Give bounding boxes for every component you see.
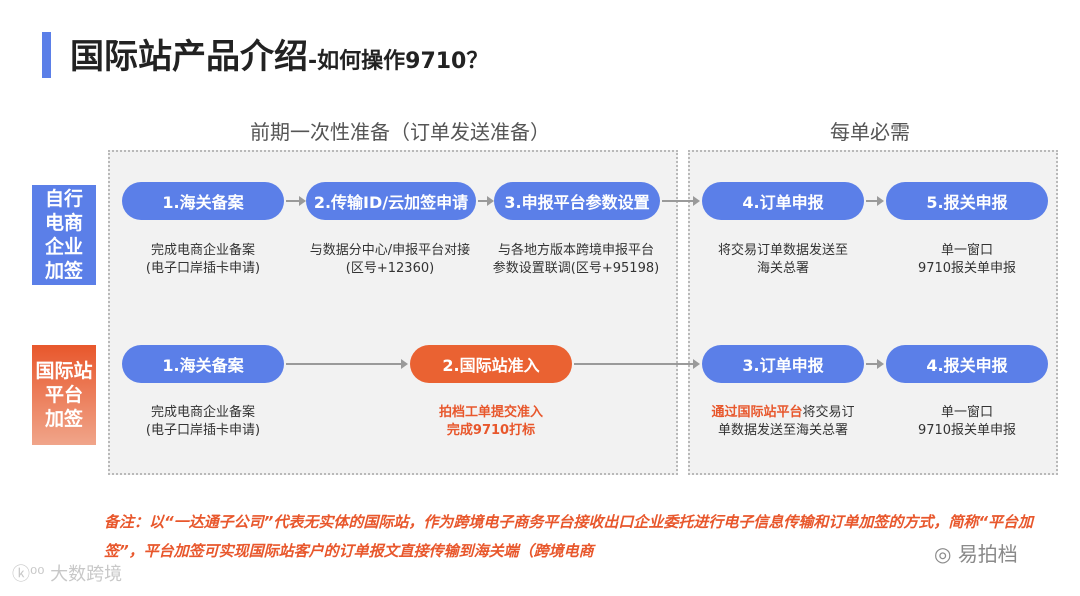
- desc-line: 与各地方版本跨境申报平台: [497, 243, 654, 258]
- watermark-left-text: 大数跨境: [50, 564, 123, 585]
- title-accent-bar: [42, 32, 51, 78]
- desc-line: (区号+12360): [345, 261, 435, 276]
- row1-desc-3: 与各地方版本跨境申报平台参数设置联调(区号+95198): [478, 242, 674, 278]
- row1-step-platform-params: 3.申报平台参数设置: [494, 182, 660, 220]
- row1-step-customs-declare: 5.报关申报: [886, 182, 1048, 220]
- desc-line: 单数据发送至海关总署: [717, 423, 848, 438]
- row2-label-line: 平台: [44, 384, 83, 406]
- desc-line: (电子口岸插卡申请): [145, 261, 261, 276]
- row2-arrow: [574, 359, 700, 369]
- row2-desc-3: 通过国际站平台将交易订单数据发送至海关总署: [692, 404, 874, 440]
- row1-label-line: 企业: [44, 236, 83, 258]
- row1-arrow: [286, 196, 306, 206]
- page-title-sub: -如何操作9710？: [308, 49, 489, 74]
- watermark-right-text: 易拍档: [957, 542, 1018, 566]
- row1-arrow: [478, 196, 494, 206]
- desc-line: 单一窗口: [940, 405, 993, 420]
- row1-label-line: 电商: [44, 212, 83, 234]
- desc-line: 与数据分中心/申报平台对接: [309, 243, 471, 258]
- footnote: 备注：以“一达通子公司”代表无实体的国际站，作为跨境电子商务平台接收出口企业委托…: [104, 513, 1033, 560]
- row1-arrow: [866, 196, 884, 206]
- row1-desc-4: 将交易订单数据发送至海关总署: [702, 242, 864, 278]
- page-title-main: 国际站产品介绍: [70, 37, 308, 77]
- row1-desc-2: 与数据分中心/申报平台对接 (区号+12360): [292, 242, 488, 278]
- row2-step-intl-access: 2.国际站准入: [410, 345, 572, 383]
- row1-label-line: 自行: [44, 188, 83, 210]
- row1-step-transfer-id: 2.传输ID/云加签申请: [306, 182, 476, 220]
- desc-line: 9710报关单申报: [917, 261, 1017, 276]
- wechat-icon: ◎: [934, 542, 958, 566]
- watermark-right: ◎ 易拍档: [930, 538, 1022, 567]
- desc-line: 9710报关单申报: [917, 423, 1017, 438]
- watermark-logo-icon: ⓚ⁰⁰: [12, 564, 51, 585]
- watermark-left: ⓚ⁰⁰ 大数跨境: [12, 560, 122, 586]
- row2-desc-4: 单一窗口 9710报关单申报: [886, 404, 1048, 440]
- row2-arrow: [286, 359, 408, 369]
- desc-line: 将交易订单数据发送至: [717, 243, 848, 258]
- row2-arrow: [866, 359, 884, 369]
- row2-desc-2: 拍档工单提交准入完成9710打标: [400, 404, 582, 440]
- row1-step-customs-filing: 1.海关备案: [122, 182, 284, 220]
- row1-desc-5: 单一窗口 9710报关单申报: [886, 242, 1048, 278]
- desc-line: 拍档工单提交准入: [438, 405, 543, 420]
- row2-side-label: 国际站 平台 加签: [32, 345, 96, 445]
- row2-step-customs-declare: 4.报关申报: [886, 345, 1048, 383]
- row2-desc-1: 完成电商企业备案 (电子口岸插卡申请): [122, 404, 284, 440]
- row1-label-line: 加签: [44, 260, 83, 282]
- row2-label-line: 国际站: [35, 360, 93, 382]
- desc-rest: 将交易订: [802, 405, 855, 420]
- row1-step-order-declare: 4.订单申报: [702, 182, 864, 220]
- desc-line: 完成电商企业备案: [150, 243, 255, 258]
- desc-line: 参数设置联调(区号+95198): [492, 261, 660, 276]
- row1-arrow: [662, 196, 700, 206]
- row2-step-customs-filing: 1.海关备案: [122, 345, 284, 383]
- desc-line: 通过国际站平台将交易订: [692, 404, 874, 422]
- desc-line: 完成9710打标: [446, 423, 536, 438]
- section-label-prep: 前期一次性准备（订单发送准备）: [250, 120, 550, 144]
- row2-label-line: 加签: [44, 408, 83, 430]
- desc-line: (电子口岸插卡申请): [145, 423, 261, 438]
- row2-step-order-declare: 3.订单申报: [702, 345, 864, 383]
- desc-line: 单一窗口: [940, 243, 993, 258]
- page-title: 国际站产品介绍-如何操作9710？: [70, 34, 488, 85]
- desc-highlight: 通过国际站平台: [711, 405, 803, 420]
- desc-line: 海关总署: [756, 261, 809, 276]
- desc-line: 完成电商企业备案: [150, 405, 255, 420]
- section-label-each: 每单必需: [830, 120, 910, 144]
- row1-side-label: 自行 电商 企业 加签: [32, 185, 96, 285]
- row1-desc-1: 完成电商企业备案 (电子口岸插卡申请): [122, 242, 284, 278]
